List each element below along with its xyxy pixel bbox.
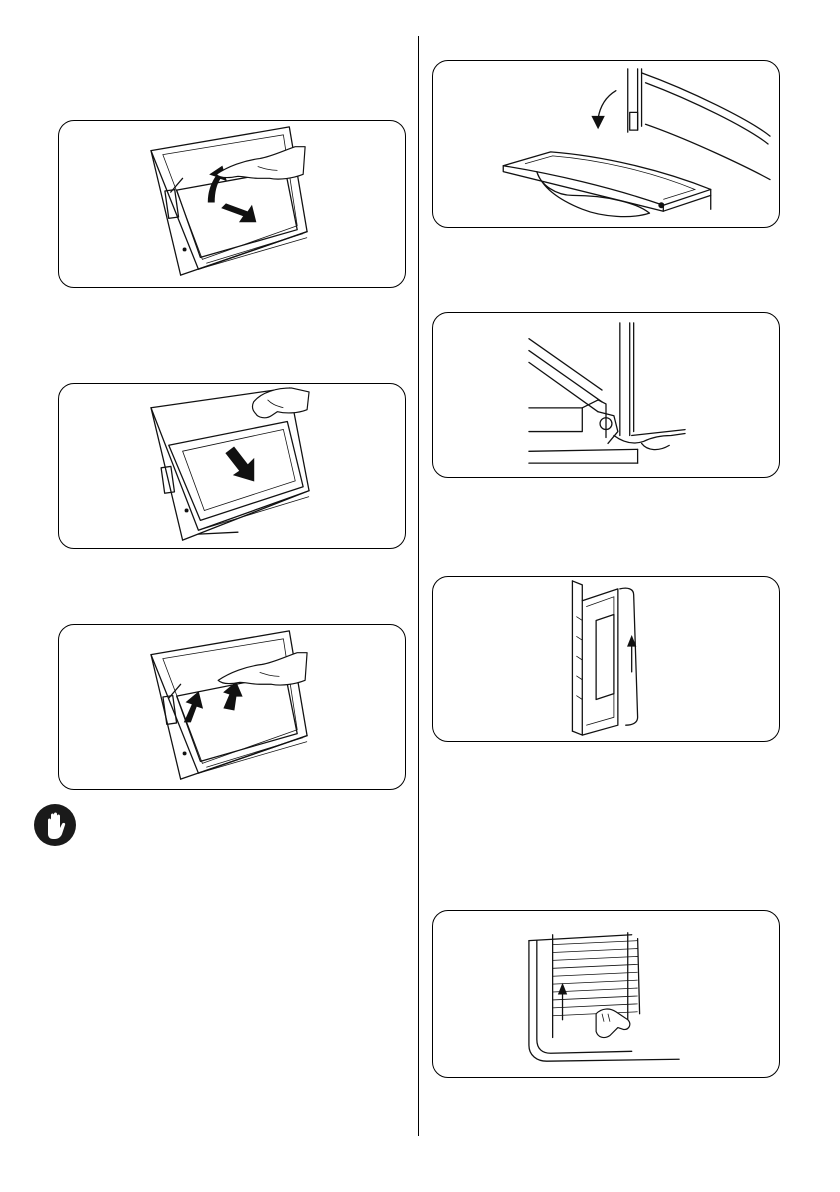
oven-door-glass-slide-illustration — [59, 384, 405, 548]
oven-side-rack-removal-illustration — [433, 911, 779, 1077]
oven-hinge-detail-illustration — [433, 313, 779, 477]
oven-door-hinge-open-illustration — [433, 61, 779, 227]
oven-door-glass-insert-illustration — [59, 625, 405, 789]
figure-glass-insert — [58, 624, 406, 790]
figure-door-hinge-open — [432, 60, 780, 228]
figure-glass-slide — [58, 383, 406, 549]
figure-glass-lift — [58, 120, 406, 288]
figure-door-lift-off — [432, 576, 780, 742]
oven-door-lift-off-illustration — [433, 577, 779, 741]
oven-door-glass-lift-illustration — [59, 121, 405, 287]
figure-side-rack — [432, 910, 780, 1078]
hand-stop-icon — [34, 804, 76, 846]
column-divider — [418, 36, 419, 1136]
figure-hinge-detail — [432, 312, 780, 478]
